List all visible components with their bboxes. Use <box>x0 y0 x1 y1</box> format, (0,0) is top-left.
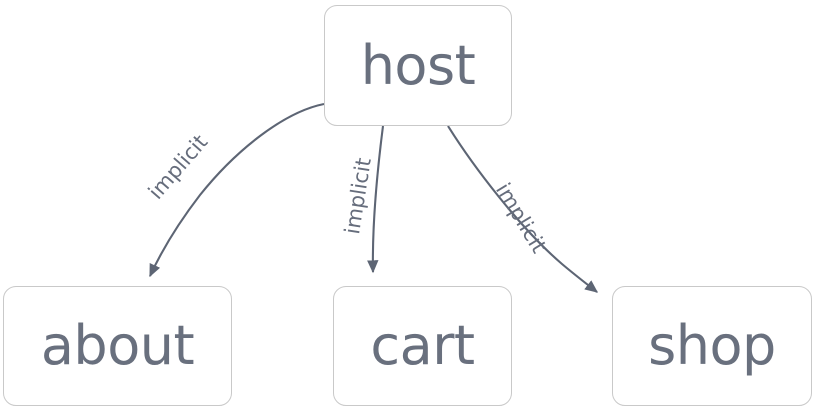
node-cart-label: cart <box>370 314 475 377</box>
node-about-label: about <box>40 314 195 377</box>
edge-host-cart <box>367 125 385 274</box>
node-host[interactable]: host <box>324 5 512 126</box>
node-host-label: host <box>360 33 476 97</box>
node-about[interactable]: about <box>3 286 232 406</box>
edge-host-shop <box>447 125 599 293</box>
node-shop[interactable]: shop <box>612 286 812 406</box>
node-cart[interactable]: cart <box>333 286 512 406</box>
edge-host-about <box>149 102 325 278</box>
node-shop-label: shop <box>648 314 776 377</box>
